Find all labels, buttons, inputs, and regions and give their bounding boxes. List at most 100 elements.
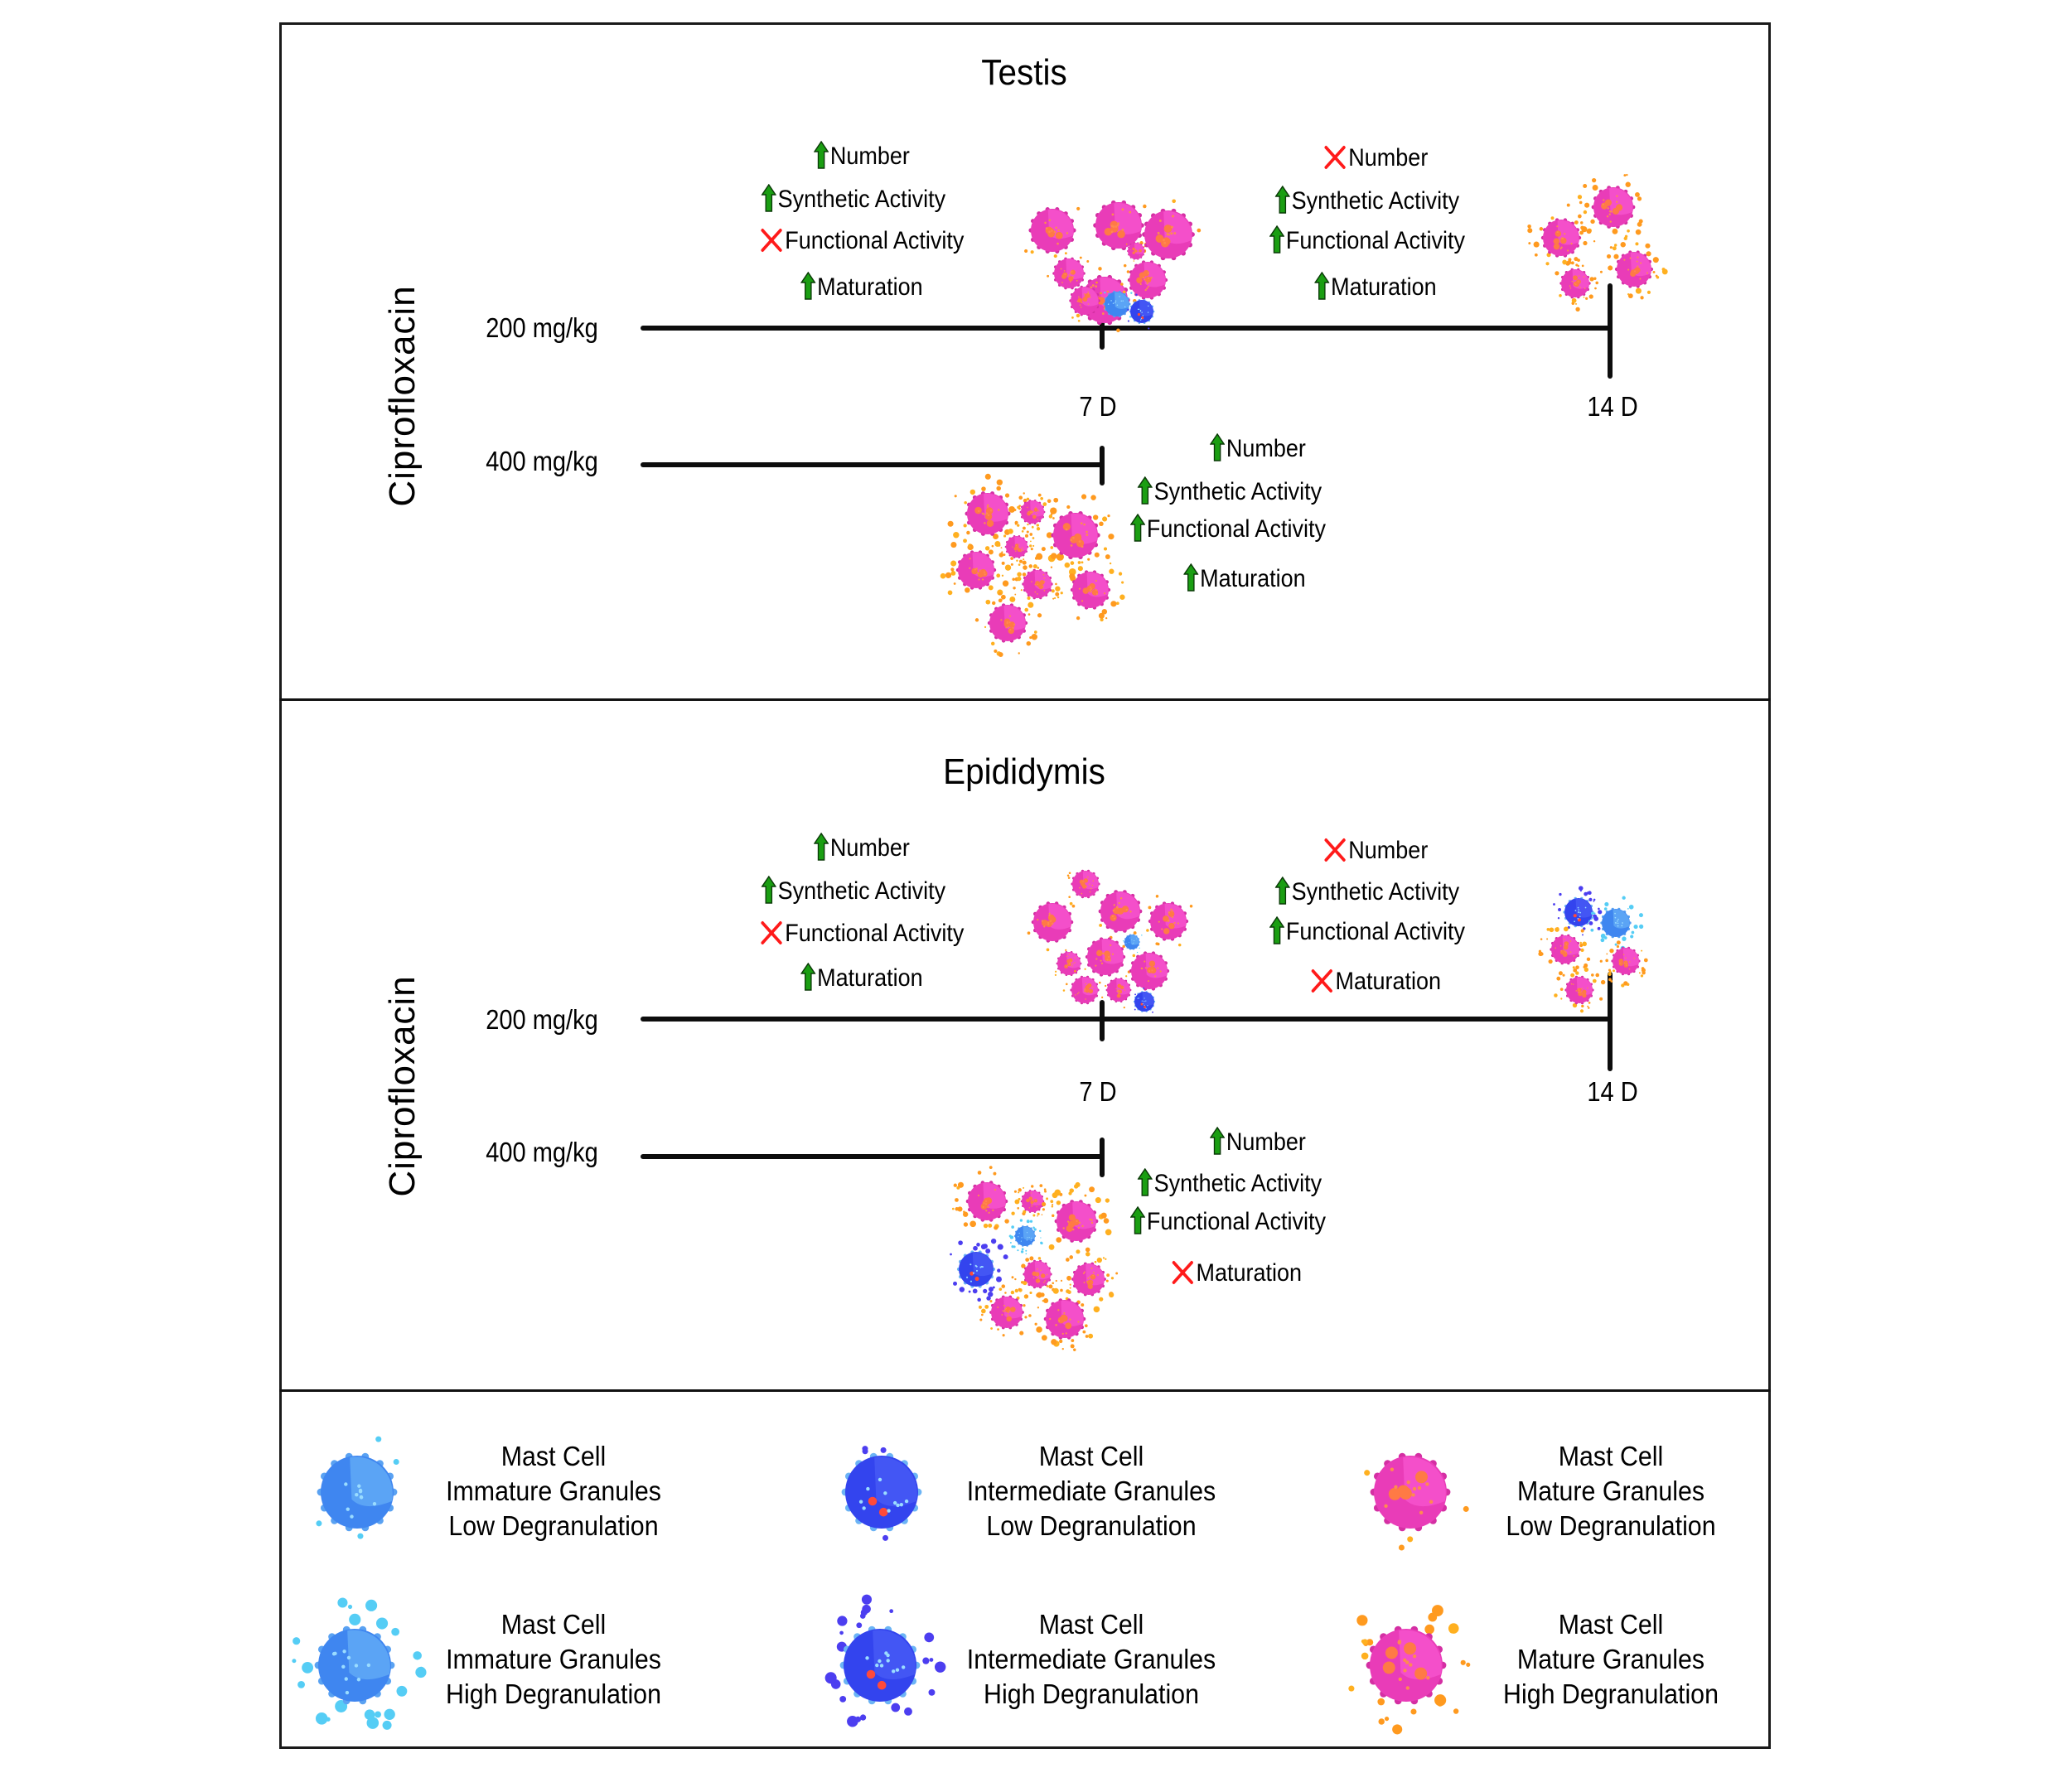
dose-label-400: 400 mg/kg [486, 1137, 598, 1167]
effect-label: Maturation [1196, 1259, 1303, 1287]
up-arrow-icon [800, 963, 816, 991]
up-arrow-icon [1274, 877, 1290, 905]
effect-item: Maturation [800, 272, 923, 300]
effect-item: Functional Activity [1269, 916, 1465, 944]
up-arrow-icon [1137, 476, 1153, 505]
legend-line: Intermediate Granules [966, 1476, 1216, 1506]
effect-item: Maturation [1314, 272, 1437, 300]
legend-line: Low Degranulation [448, 1510, 659, 1541]
mast-cell-mature-low [1066, 869, 1100, 899]
legend-label: Mast Cell Mature Granules High Degranula… [1503, 1607, 1719, 1712]
mast-cell-intermediate-high [1553, 886, 1603, 936]
up-arrow-icon [1269, 225, 1285, 254]
effect-item: Synthetic Activity [761, 876, 946, 905]
mast-cell-immature-high [1588, 896, 1644, 951]
cross-icon [761, 229, 782, 252]
mast-cell-mature-high [1036, 494, 1115, 576]
mast-cell-immature-low [316, 1436, 399, 1539]
cross-icon [1311, 969, 1332, 993]
legend-line: High Degranulation [1503, 1678, 1719, 1709]
effect-label: Number [1226, 1128, 1306, 1156]
up-arrow-icon [1269, 916, 1285, 944]
section-divider [279, 1389, 1771, 1392]
timeline-end-7d [1100, 446, 1105, 485]
mast-cell-mature-high [1034, 1287, 1100, 1351]
up-arrow-icon [761, 184, 776, 212]
mast-cell-mature-high [1013, 1184, 1054, 1217]
effect-item: Number [814, 141, 910, 169]
effect-item: Functional Activity [1130, 1206, 1326, 1234]
effect-label: Number [1348, 144, 1429, 171]
effect-label: Functional Activity [785, 920, 965, 947]
up-arrow-icon [814, 141, 829, 169]
up-arrow-icon [814, 833, 829, 861]
timeline-end-7d [1100, 1138, 1105, 1177]
legend-line: High Degranulation [446, 1678, 661, 1709]
mast-cell-mature-high [1577, 173, 1643, 241]
panel-title: Testis [981, 52, 1067, 93]
section-divider [279, 698, 1771, 701]
mast-cell-mature-high [1060, 1249, 1119, 1305]
cross-icon [761, 921, 782, 944]
mast-cell-mature-high [940, 541, 1012, 605]
up-arrow-icon [1137, 1168, 1153, 1196]
timeline-400 [641, 462, 1105, 467]
mast-cell-mature-low [1146, 895, 1193, 947]
mast-cell-mature-low [1047, 252, 1090, 290]
up-arrow-icon [1130, 514, 1146, 542]
mast-cell-mature-high [1042, 1181, 1112, 1253]
mast-cell-mature-low [1054, 949, 1086, 977]
effect-item: Number [1210, 433, 1306, 461]
mast-cell-mature-low [1085, 937, 1136, 977]
figure-frame [279, 22, 1771, 1749]
effect-item: Synthetic Activity [1274, 877, 1459, 905]
mast-cell-immature-low [1103, 290, 1137, 318]
timeline-tick-7d [1100, 1000, 1105, 1041]
mast-cell-mature-high [1554, 965, 1606, 1013]
mast-cell-intermediate-low [841, 1446, 922, 1541]
up-arrow-icon [761, 876, 776, 904]
effect-label: Maturation [1200, 565, 1306, 592]
mast-cell-mature-high [951, 1166, 1020, 1230]
effect-item: Synthetic Activity [1137, 1168, 1322, 1196]
effect-item: Number [1210, 1127, 1306, 1155]
effect-label: Number [829, 142, 910, 170]
day-label-7: 7 D [1079, 391, 1117, 422]
effect-label: Maturation [1335, 968, 1442, 995]
mast-cell-mature-high [979, 1284, 1032, 1337]
day-label-14: 14 D [1587, 391, 1638, 422]
effect-label: Number [1226, 435, 1306, 462]
legend-label: Mast Cell Immature Granules Low Degranul… [446, 1439, 661, 1543]
up-arrow-icon [1183, 563, 1199, 592]
dose-label-400: 400 mg/kg [486, 446, 598, 476]
legend-line: Low Degranulation [1506, 1510, 1716, 1541]
effect-label: Synthetic Activity [1291, 187, 1460, 215]
legend-line: High Degranulation [984, 1678, 1199, 1709]
effect-label: Synthetic Activity [777, 877, 946, 905]
effect-item: Maturation [1183, 563, 1306, 592]
timeline-tick-7d [1100, 308, 1105, 350]
mast-cell-intermediate-high [824, 1594, 946, 1727]
effect-item: Synthetic Activity [1137, 476, 1322, 505]
up-arrow-icon [1130, 1206, 1146, 1234]
dose-label-200: 200 mg/kg [486, 1004, 598, 1035]
mast-cell-mature-high [1011, 1256, 1063, 1299]
mast-cell-intermediate-low [1133, 987, 1156, 1013]
mast-cell-mature-high [1555, 257, 1599, 312]
mast-cell-immature-low [1122, 934, 1143, 954]
mast-cell-mature-high [1599, 940, 1648, 988]
effect-item: Functional Activity [760, 227, 965, 254]
mast-cell-immature-high [1008, 1219, 1043, 1255]
effect-item: Functional Activity [760, 920, 965, 947]
effect-label: Functional Activity [785, 227, 965, 254]
mast-cell-mature-high [1599, 241, 1668, 300]
up-arrow-icon [1210, 433, 1226, 461]
